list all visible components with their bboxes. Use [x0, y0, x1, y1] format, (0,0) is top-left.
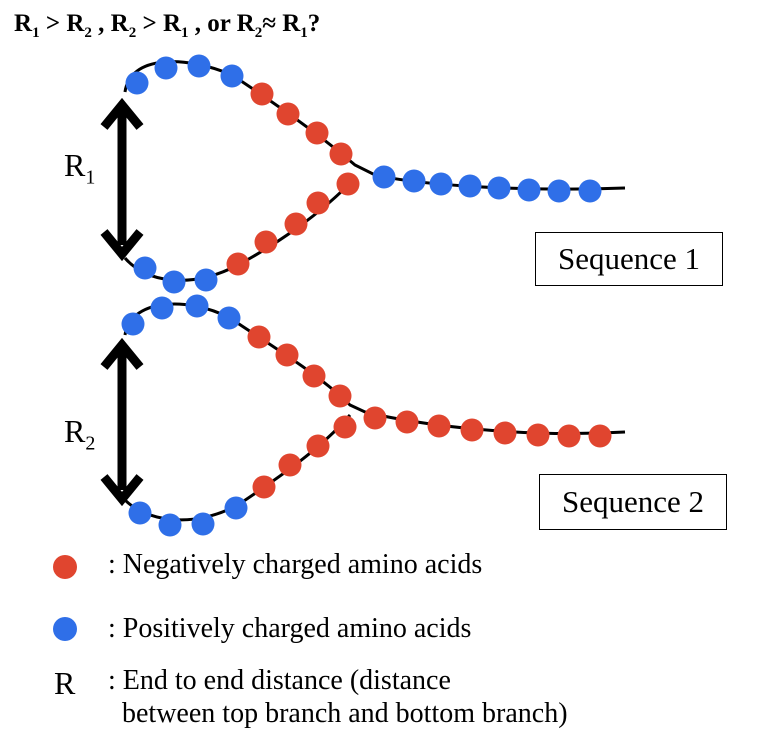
sequence-1-bead-positive	[125, 71, 149, 95]
sequence-1-bead-negative	[329, 142, 353, 166]
sequence-2-bead-positive	[217, 306, 241, 330]
sequence-2-beads	[121, 294, 612, 537]
sequence-1-bead-negative	[306, 191, 330, 215]
sequence-2-bead-negative	[363, 406, 387, 430]
sequence-2-label-box: Sequence 2	[539, 474, 727, 530]
sequence-2-bead-negative	[493, 421, 517, 445]
sequence-2-bead-positive	[121, 312, 145, 336]
sequence-1-beads	[125, 54, 602, 294]
r2-double-arrow	[100, 337, 144, 507]
sequence-1-bead-negative	[305, 121, 329, 145]
sequence-1-bead-positive	[458, 174, 482, 198]
sequence-1-bead-positive	[162, 270, 186, 294]
legend-positive-dot	[53, 617, 77, 641]
sequence-2-bead-negative	[395, 410, 419, 434]
legend-negative-label: : Negatively charged amino acids	[108, 549, 483, 580]
sequence-2-bead-negative	[328, 384, 352, 408]
sequence-1-bead-negative	[284, 212, 308, 236]
sequence-2-bead-negative	[302, 364, 326, 388]
sequence-2-bead-positive	[224, 496, 248, 520]
legend-r-symbol: R	[54, 665, 76, 701]
sequence-2-bead-positive	[128, 501, 152, 525]
legend-positive-label: : Positively charged amino acids	[108, 613, 472, 644]
sequence-1-bead-positive	[547, 179, 571, 203]
sequence-1-bead-positive	[154, 56, 178, 80]
sequence-2-bead-negative	[252, 475, 276, 499]
sequence-1-bead-positive	[187, 54, 211, 78]
sequence-1-bead-negative	[276, 102, 300, 126]
sequence-2-bead-negative	[460, 418, 484, 442]
sequence-2-bead-positive	[158, 513, 182, 537]
sequence-1-bead-positive	[578, 179, 602, 203]
sequence-1-bead-positive	[372, 165, 396, 189]
sequence-1-bead-positive	[429, 172, 453, 196]
sequence-1-label-box: Sequence 1	[535, 232, 723, 286]
sequence-2-bead-positive	[191, 512, 215, 536]
sequence-2-bead-negative	[247, 325, 271, 349]
sequence-2-bead-negative	[588, 424, 612, 448]
sequence-2-bead-negative	[306, 434, 330, 458]
sequence-1-bead-negative	[226, 252, 250, 276]
legend-r-line2: between top branch and bottom branch)	[122, 698, 568, 729]
sequence-2-bead-negative	[278, 453, 302, 477]
sequence-2-bead-negative	[275, 343, 299, 367]
sequence-1-bead-negative	[336, 172, 360, 196]
sequence-2-bead-negative	[557, 424, 581, 448]
sequence-1-bead-negative	[250, 82, 274, 106]
sequence-2-bead-positive	[150, 296, 174, 320]
sequence-1-bead-positive	[220, 64, 244, 88]
legend-r-line1: : End to end distance (distance	[108, 665, 451, 696]
r2-label: R2	[64, 413, 96, 455]
sequence-1-bead-negative	[254, 230, 278, 254]
r1-double-arrow	[100, 97, 144, 262]
question-title: R1 > R2 , R2 > R1 , or R2≈ R1?	[14, 10, 321, 41]
r1-label: R1	[64, 147, 96, 189]
legend-negative-dot	[53, 555, 77, 579]
sequence-2-bead-negative	[427, 414, 451, 438]
sequence-2-bead-negative	[333, 415, 357, 439]
sequence-2-bead-negative	[526, 423, 550, 447]
sequence-1-bead-positive	[194, 268, 218, 292]
sequence-1-bead-positive	[487, 176, 511, 200]
sequence-1-bead-positive	[133, 256, 157, 280]
sequence-1-bead-positive	[517, 178, 541, 202]
sequence-2-bead-positive	[185, 294, 209, 318]
sequence-1-bead-positive	[402, 169, 426, 193]
